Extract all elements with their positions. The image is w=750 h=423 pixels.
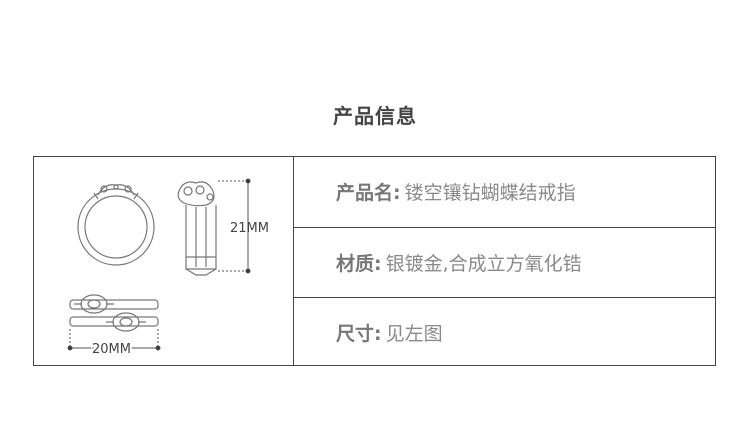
spec-label-size: 尺寸: <box>336 322 382 345</box>
product-info-table: 21MM 20MM 产品名: 镂空镶钻蝴蝶结戒指 材质: 银镀金,合成立方氧化锆… <box>33 156 716 366</box>
height-dimension-line <box>218 178 251 274</box>
width-label: 20MM <box>92 342 131 357</box>
spec-row-material: 材质: 银镀金,合成立方氧化锆 <box>294 227 715 296</box>
ring-front-view-drawing <box>77 184 155 266</box>
product-spec-rows: 产品名: 镂空镶钻蝴蝶结戒指 材质: 银镀金,合成立方氧化锆 尺寸: 见左图 <box>294 157 715 365</box>
spec-value-size: 见左图 <box>385 322 443 345</box>
section-title: 产品信息 <box>333 104 417 128</box>
spec-value-product-name: 镂空镶钻蝴蝶结戒指 <box>404 182 576 204</box>
spec-label-product-name: 产品名: <box>336 182 401 204</box>
ring-side-view-drawing <box>177 181 217 276</box>
spec-value-material: 银镀金,合成立方氧化锆 <box>385 252 582 275</box>
ring-top-view-drawing <box>69 294 159 332</box>
product-diagram-cell: 21MM 20MM <box>34 157 294 365</box>
spec-row-size: 尺寸: 见左图 <box>294 297 715 366</box>
spec-label-material: 材质: <box>336 252 382 275</box>
width-dimension-line <box>67 329 161 351</box>
height-label: 21MM <box>230 221 269 236</box>
spec-row-product-name: 产品名: 镂空镶钻蝴蝶结戒指 <box>294 157 715 226</box>
ring-size-diagram: 21MM 20MM <box>67 178 269 359</box>
